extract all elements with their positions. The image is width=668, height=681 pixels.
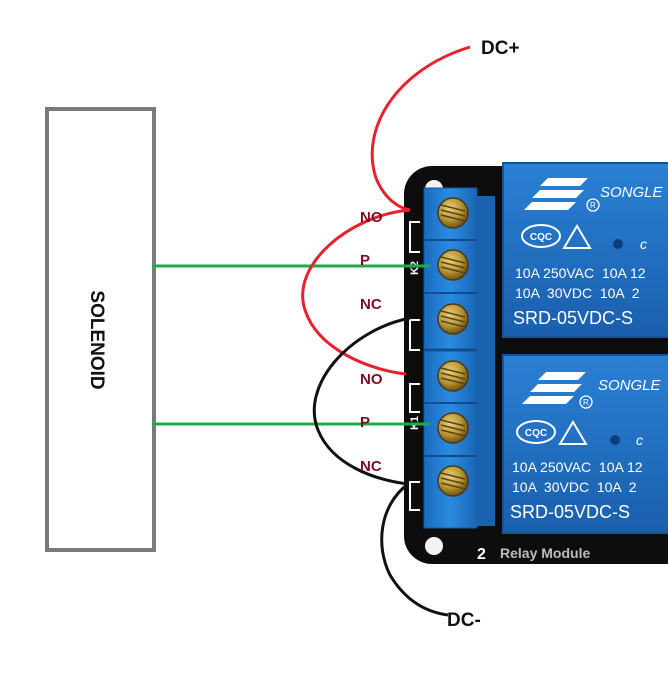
silk-number: 2 [477, 546, 486, 563]
screw-slot [440, 209, 466, 217]
solenoid-label: SOLENOID [86, 290, 107, 389]
relay-k2-model: SRD-05VDC-S [513, 308, 633, 328]
screw-slot [440, 256, 466, 264]
terminal-block [423, 187, 495, 529]
dc-negative-label: DC- [447, 610, 481, 631]
screw-slot [440, 214, 466, 222]
screw-slot [440, 377, 466, 385]
songle-logo-icon [522, 372, 586, 404]
mount-hole-bottom [425, 537, 443, 555]
relay-k1-cqc: CQC [525, 428, 547, 439]
k2-pin-nc-label: NC [360, 296, 382, 313]
warning-triangle-icon [562, 224, 592, 249]
solenoid-box: SOLENOID [45, 107, 156, 552]
relay-k2-brand: SONGLE [600, 184, 664, 201]
screw-slot [440, 310, 466, 318]
silk-text: Relay Module [500, 545, 590, 561]
dc-positive-label: DC+ [481, 38, 520, 59]
k1-pin-nc-label: NC [360, 458, 382, 475]
k1-pin-no-label: NO [360, 371, 383, 388]
screw-slot [440, 482, 466, 490]
relay-k1-brand: SONGLE [598, 377, 662, 394]
k1-pin-p-label: P [360, 414, 370, 431]
screw-slot [440, 315, 466, 323]
registered-icon [586, 198, 600, 212]
screw-slot [440, 472, 466, 480]
silk-k2: K2 [409, 261, 421, 275]
relay-k1-model: SRD-05VDC-S [510, 502, 630, 522]
no-jumper-wire [301, 208, 411, 376]
screw-slot [440, 372, 466, 380]
cqc-logo-icon [516, 420, 556, 444]
relay-k1-rating-2: 10A 30VDC 10A 2 [512, 479, 637, 495]
relay-k2: SONGLE R CQC c 10A 250VAC 10A 12 10A 30V… [502, 162, 668, 338]
relay-k2-cqc: CQC [530, 232, 552, 243]
screw-slot [440, 419, 466, 427]
screw-slot [440, 424, 466, 432]
screw-slot [440, 429, 466, 437]
k2-pin-no-label: NO [360, 209, 383, 226]
relay-k2-r-mark: R [590, 201, 596, 210]
nc-jumper-wire [312, 316, 411, 486]
songle-logo-icon [524, 178, 588, 210]
screw-slot [440, 204, 466, 212]
relay-k2-rating-2: 10A 30VDC 10A 2 [515, 285, 640, 301]
relay-k1-rating-1: 10A 250VAC 10A 12 [512, 459, 643, 475]
screw-slot [440, 261, 466, 269]
screw-slot [440, 320, 466, 328]
ul-mark-icon: c [636, 432, 643, 448]
screw-slot [440, 367, 466, 375]
cqc-logo-icon [521, 224, 561, 248]
k2-pin-p-label: P [360, 252, 370, 269]
dc-positive-wire [370, 45, 471, 212]
relay-k2-rating-1: 10A 250VAC 10A 12 [515, 265, 646, 281]
warning-triangle-icon [558, 420, 588, 445]
dc-negative-wire [380, 482, 449, 617]
ul-mark-icon: c [640, 236, 647, 252]
screw-slot [440, 477, 466, 485]
relay-k1-r-mark: R [583, 398, 589, 407]
relay-k1: SONGLE R CQC c 10A 250VAC 10A 12 10A 30V… [502, 354, 668, 534]
registered-icon [579, 395, 593, 409]
screw-slot [440, 266, 466, 274]
